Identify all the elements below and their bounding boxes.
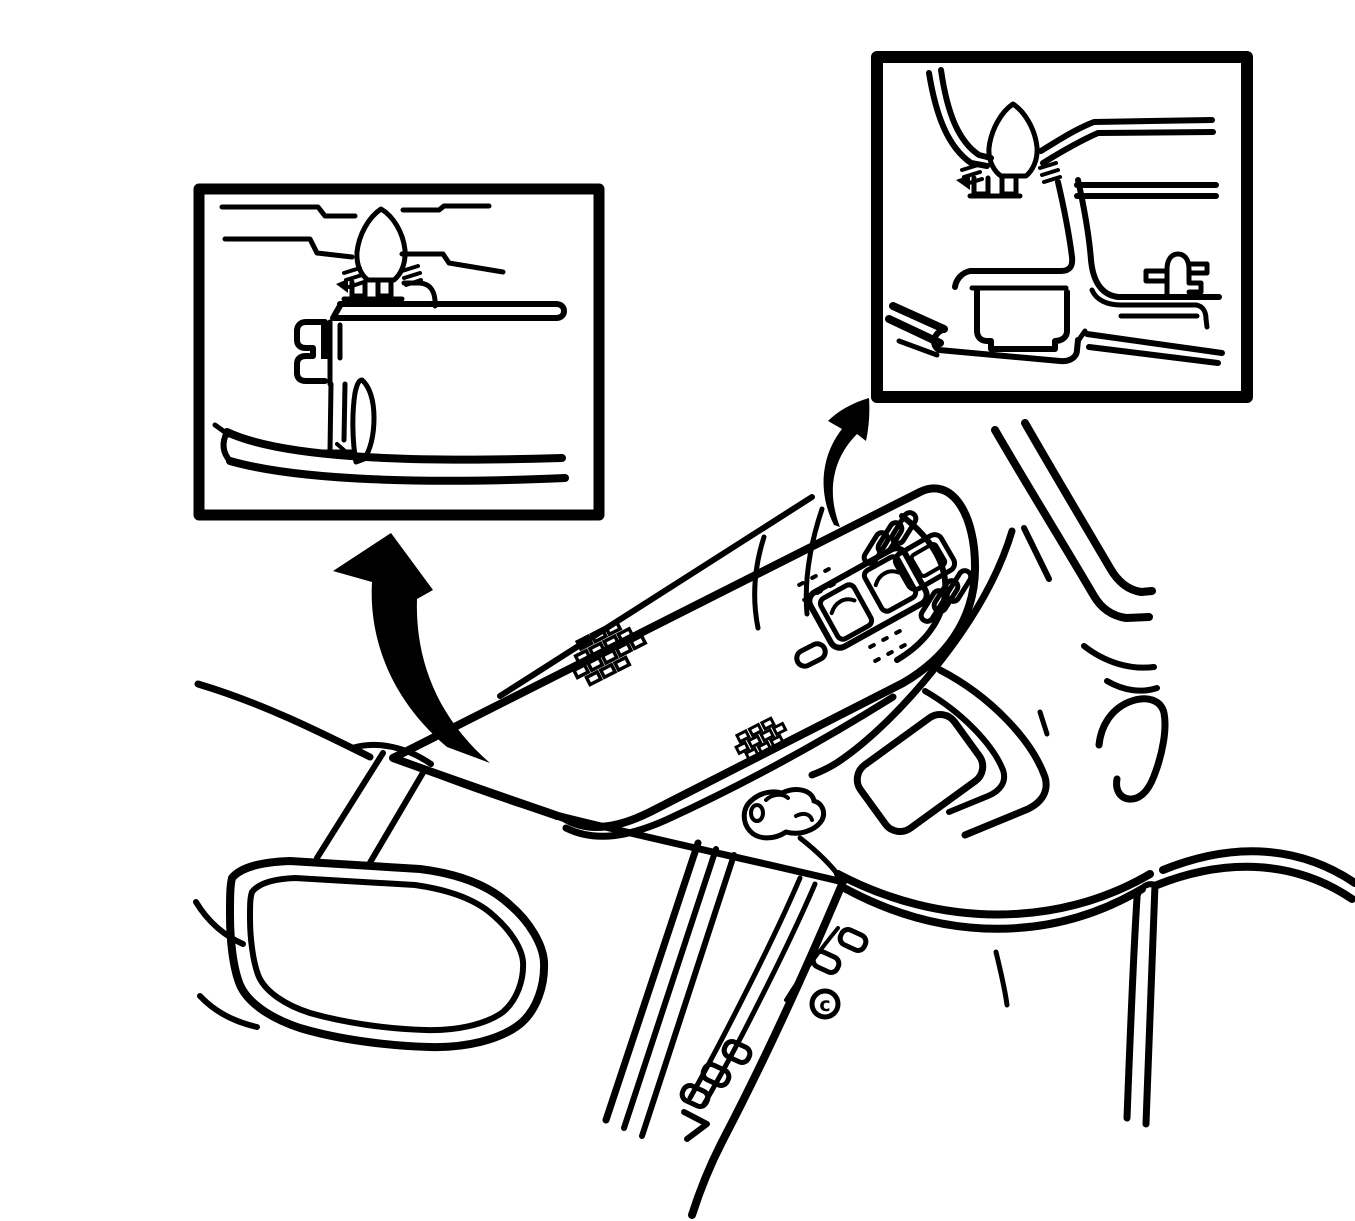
copyright-letter: c — [819, 994, 830, 1016]
harness-wire — [687, 875, 803, 1101]
vent-slots-upper — [861, 510, 919, 566]
roof-rail — [991, 419, 1169, 803]
bulb-icon — [342, 206, 423, 289]
inset-border — [193, 183, 605, 521]
console-chassis-section — [212, 301, 569, 485]
speaker-grille-rear — [734, 716, 788, 762]
bulb-socket — [952, 175, 1222, 300]
headliner-fold — [197, 993, 260, 1030]
pillar-edge — [639, 852, 737, 1139]
inset-box-left — [193, 183, 605, 521]
pillar-edge — [602, 839, 702, 1124]
rail-accent — [1021, 525, 1052, 582]
arrow-to-right-inset — [823, 398, 870, 527]
map-lamp-slot — [794, 641, 828, 669]
inset-box-right — [871, 51, 1253, 403]
door-opening — [834, 847, 1355, 1128]
bulb-socket — [336, 279, 438, 309]
opener-button — [892, 532, 958, 592]
console-rim-band — [562, 693, 897, 840]
harness-clip — [679, 927, 869, 1109]
rocker-switch — [817, 582, 875, 642]
mirror-stem — [314, 741, 434, 869]
pillar-edge — [621, 846, 719, 1131]
bulb-icon — [960, 101, 1062, 186]
harness-end-clip — [681, 1109, 710, 1142]
cluster-seam — [752, 534, 767, 631]
rearview-mirror — [193, 741, 549, 1052]
door-seal-line — [993, 949, 1010, 1008]
wiring-connector — [741, 787, 845, 883]
switch-cluster — [797, 510, 974, 663]
windshield-header — [194, 680, 847, 886]
headliner-fold — [193, 899, 246, 947]
sunroof-opening — [853, 666, 1050, 839]
mic-dots-upper — [797, 567, 836, 602]
pillar-edge — [688, 878, 847, 1219]
b-pillar — [1123, 881, 1159, 1128]
panel-section-lines — [926, 67, 1219, 199]
console-seam — [497, 494, 815, 699]
overhead-console — [389, 484, 980, 840]
vent-slots-lower — [918, 568, 974, 624]
inset-border — [871, 51, 1253, 403]
mirror-outer — [226, 857, 549, 1052]
a-pillar-harness: c — [602, 787, 869, 1219]
cluster-seam — [803, 506, 825, 617]
mic-dots-lower — [868, 629, 907, 663]
switch-recess — [806, 545, 930, 651]
mirror-inner — [247, 875, 527, 1034]
speaker-grille-front — [571, 619, 648, 687]
harness-wire — [700, 881, 818, 1109]
lamp-housing-section — [885, 251, 1225, 366]
rocker-switch — [861, 554, 919, 614]
headliner-crease — [808, 527, 1016, 779]
grab-handle — [1095, 695, 1169, 803]
arrow-to-left-inset — [333, 533, 490, 763]
panel-section-lines — [219, 203, 506, 275]
copyright-mark: c — [809, 988, 841, 1020]
headliner-right — [808, 527, 1050, 839]
